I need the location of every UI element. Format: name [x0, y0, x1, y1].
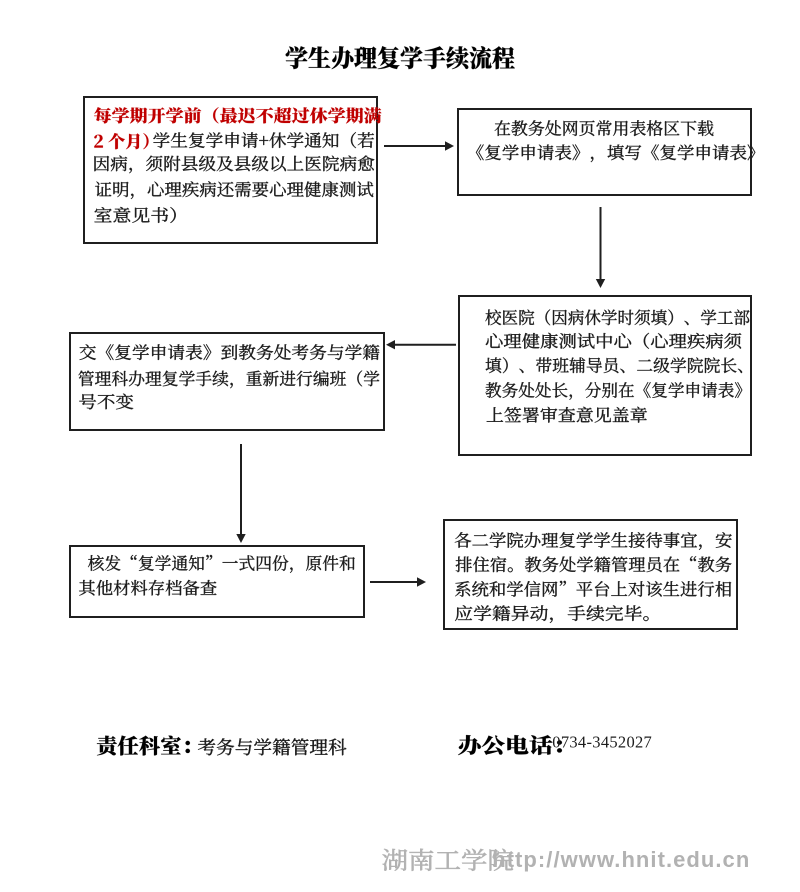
svg-text:0734-3452027: 0734-3452027: [552, 733, 652, 752]
svg-text:http://www.hnit.edu.cn: http://www.hnit.edu.cn: [492, 847, 749, 872]
